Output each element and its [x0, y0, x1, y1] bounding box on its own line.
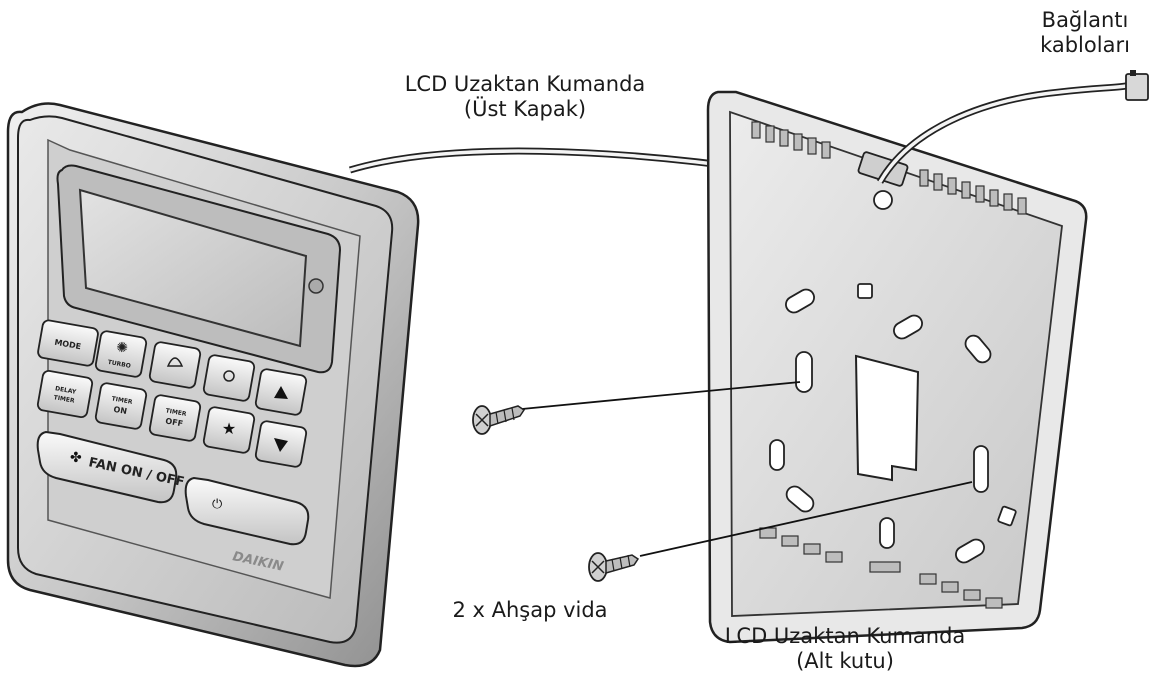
- cable-connector: [1125, 73, 1149, 101]
- screws-label: 2 x Ahşap vida: [430, 598, 630, 623]
- star-icon: ★: [222, 419, 236, 438]
- center-cutout: [854, 354, 920, 482]
- mounting-holes: [769, 283, 1017, 564]
- fan-icon: ✤: [70, 450, 82, 466]
- wood-screw-2: [588, 481, 973, 582]
- lcd-remote-bottom-box: [706, 90, 1088, 644]
- up-arrow-button[interactable]: [254, 368, 308, 416]
- svg-text:✺: ✺: [115, 339, 129, 357]
- delay-timer-button[interactable]: DELAY TIMER: [36, 370, 94, 418]
- svg-text:TIMER: TIMER: [165, 407, 187, 418]
- wood-screw-1: [472, 381, 801, 435]
- cables-label-line1: Bağlantı: [1041, 8, 1129, 32]
- cable-hole: [873, 190, 893, 210]
- cables-label: Bağlantı kabloları: [1030, 8, 1140, 58]
- lcd-remote-top-cover: MODE ✺ TURBO DELAY TIMER TIMER ON: [6, 102, 881, 668]
- timer-on-button[interactable]: TIMER ON: [94, 382, 148, 430]
- svg-text:TURBO: TURBO: [107, 359, 131, 370]
- timer-off-button[interactable]: TIMER OFF: [148, 394, 202, 442]
- svg-text:DELAY: DELAY: [54, 385, 77, 396]
- turbo-button[interactable]: ✺ TURBO: [94, 330, 148, 378]
- bottom-box-label: LCD Uzaktan Kumanda (Alt kutu): [700, 624, 990, 674]
- svg-text:TIMER: TIMER: [111, 395, 133, 406]
- top-cover-label: LCD Uzaktan Kumanda (Üst Kapak): [380, 72, 670, 122]
- svg-text:ON: ON: [113, 405, 128, 416]
- swing-button[interactable]: [202, 354, 256, 402]
- favorite-button[interactable]: ★: [202, 406, 256, 454]
- down-arrow-button[interactable]: [254, 420, 308, 468]
- bottom-vents: [759, 527, 1003, 609]
- bottom-box-label-line1: LCD Uzaktan Kumanda: [724, 624, 966, 648]
- top-cover-label-line1: LCD Uzaktan Kumanda: [404, 72, 646, 96]
- down-arrow-icon: [274, 438, 288, 452]
- top-vents: [751, 121, 1027, 215]
- fan-on-off-button[interactable]: ✤ FAN ON / OFF: [36, 430, 186, 504]
- bottom-box-label-line2: (Alt kutu): [796, 649, 894, 673]
- power-icon: ⏻: [212, 497, 222, 512]
- cables-label-line2: kabloları: [1040, 33, 1130, 57]
- sleep-button[interactable]: [148, 341, 202, 389]
- power-button[interactable]: ⏻: [184, 476, 310, 546]
- svg-text:TIMER: TIMER: [53, 394, 75, 405]
- connection-cable-out: [876, 70, 1149, 184]
- up-arrow-icon: [274, 386, 288, 399]
- lcd-screen: [78, 188, 308, 348]
- ir-sensor: [308, 278, 324, 294]
- svg-text:OFF: OFF: [165, 416, 184, 428]
- top-cover-label-line2: (Üst Kapak): [463, 97, 587, 121]
- screws-label-text: 2 x Ahşap vida: [452, 598, 608, 622]
- mode-button[interactable]: MODE: [37, 319, 99, 367]
